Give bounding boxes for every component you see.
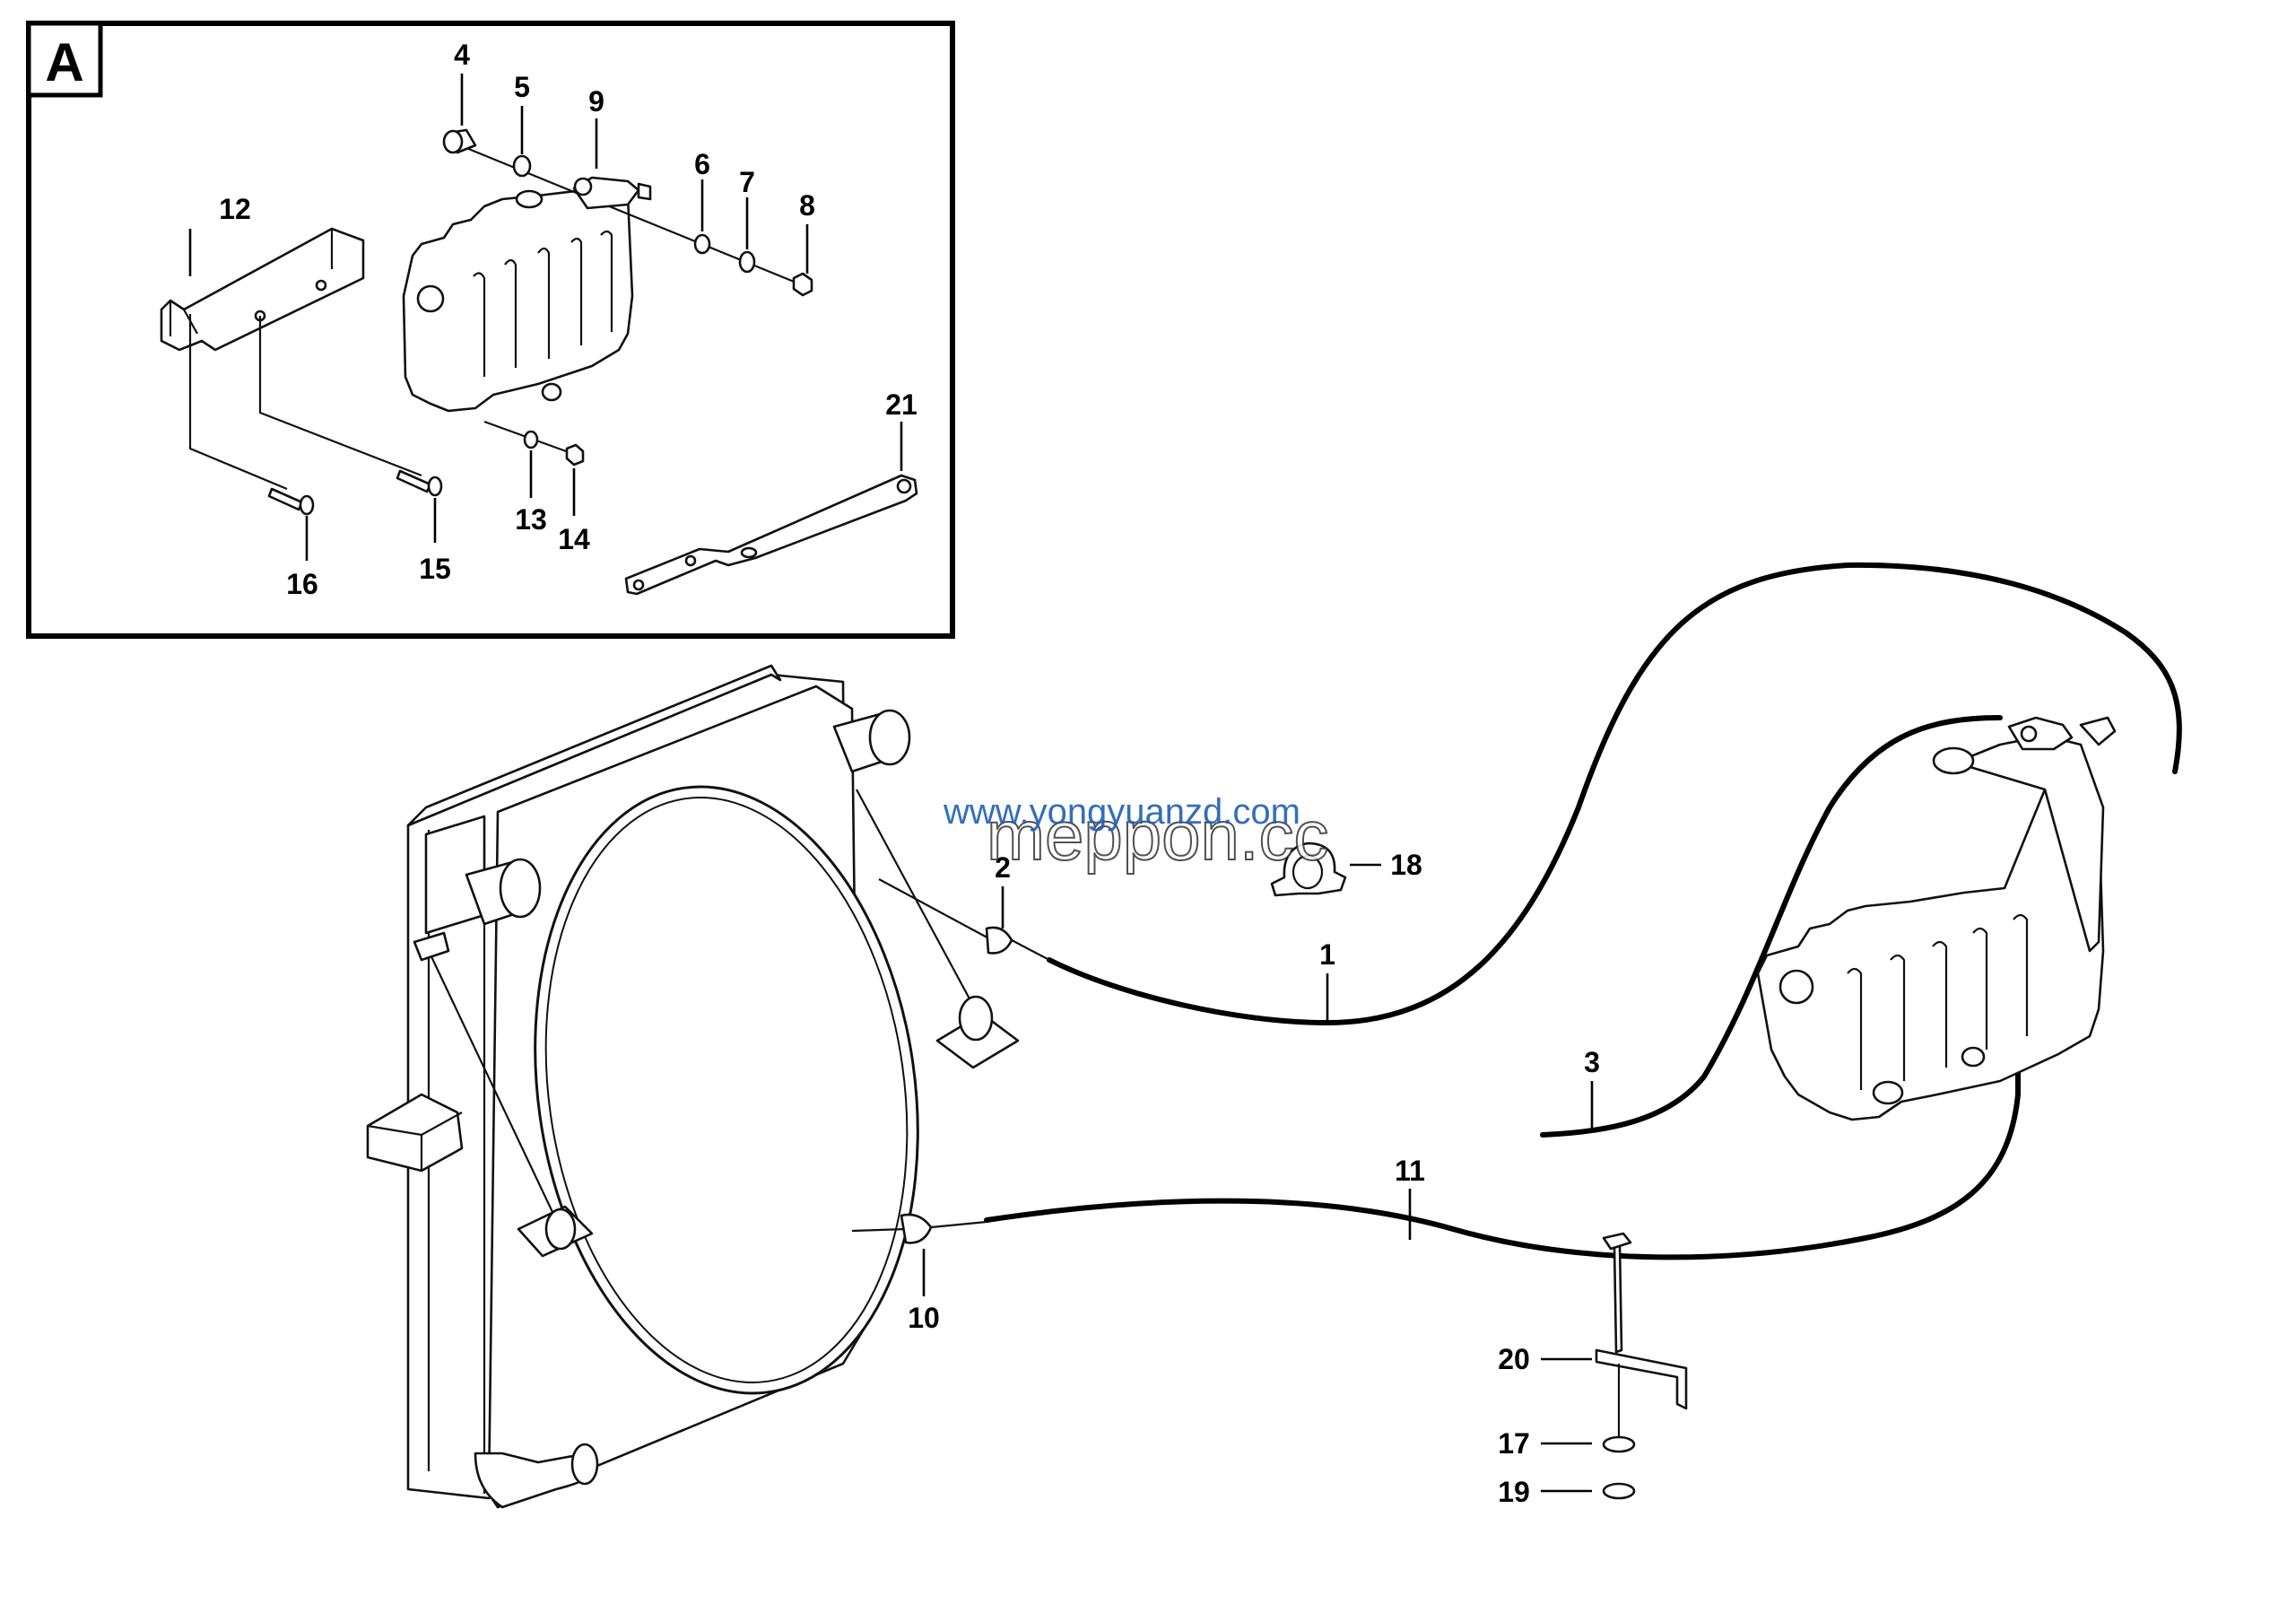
- callout-6: 6: [694, 148, 710, 180]
- hose-clamp-links: [930, 939, 1050, 1229]
- pipe-to-clamp-10: [851, 1227, 907, 1233]
- callout-19: 19: [1498, 1476, 1530, 1508]
- strap-slot: [740, 546, 758, 559]
- rubber-mount-edges: [367, 1112, 463, 1171]
- callout-14: 14: [558, 523, 590, 555]
- expansion-tank-ribs: [1847, 913, 2029, 1090]
- stay-eye-right: [958, 995, 994, 1042]
- callout-7: 7: [739, 166, 755, 198]
- strap-21: [624, 474, 918, 596]
- pipe-to-clamp: [878, 878, 996, 943]
- washer-19: [1602, 1482, 1636, 1500]
- tank-lug: [541, 382, 562, 402]
- callout-8: 8: [799, 189, 815, 222]
- callout-18: 18: [1390, 849, 1422, 881]
- hose-11: [984, 1029, 2021, 1260]
- callout-5: 5: [514, 71, 530, 103]
- detail-label-box: [26, 21, 103, 98]
- washer-6: [693, 233, 711, 255]
- callout-10: 10: [908, 1302, 940, 1334]
- bolt-axis-lines: [188, 314, 422, 491]
- lower-outlet: [570, 1443, 599, 1486]
- filler-cap: [1932, 746, 1975, 775]
- expansion-tank-body: [1756, 779, 2105, 1121]
- callout-12: 12: [219, 193, 251, 225]
- strap-hole: [684, 554, 697, 567]
- stay-rod-left: [428, 950, 561, 1230]
- stay-eye-left: [544, 1208, 577, 1251]
- strap-hole: [896, 478, 912, 494]
- callout-1: 1: [1319, 938, 1335, 971]
- callout-13: 13: [515, 503, 547, 536]
- mounting-bracket-20: [1595, 1348, 1688, 1410]
- bracket-hole: [315, 279, 327, 292]
- tank-cap: [515, 189, 544, 209]
- lug-hole: [2020, 725, 2038, 743]
- nut-8: [792, 272, 813, 297]
- callout-4: 4: [454, 39, 470, 71]
- callout-21: 21: [885, 388, 918, 421]
- shroud-ring-outer: [534, 785, 919, 1395]
- bolt-16: [267, 487, 315, 516]
- detail-expansion-tank: [402, 187, 634, 413]
- tank-mount-lug: [1872, 1080, 1904, 1105]
- washer-13: [523, 430, 539, 449]
- hose-1: [1047, 562, 2182, 1026]
- expansion-tank-top: [1953, 734, 2105, 953]
- bolt-shank: [1613, 1243, 1623, 1354]
- callout-3: 3: [1584, 1046, 1600, 1078]
- washer-5: [512, 154, 532, 178]
- hose-clamp-2: [985, 926, 1013, 955]
- shroud-ring-inner: [544, 797, 909, 1383]
- callout-9: 9: [588, 85, 604, 118]
- upper-outlet: [868, 709, 911, 766]
- radiator-assembly: [366, 664, 1020, 1509]
- valve-9: [572, 176, 652, 210]
- detail-label: A: [45, 32, 83, 92]
- bracket-12: [160, 227, 365, 352]
- expansion-tank: [1756, 716, 2117, 1121]
- washer-17: [1602, 1435, 1636, 1453]
- level-sensor: [1779, 969, 1814, 1005]
- callout-11: 11: [1395, 1155, 1425, 1187]
- bolt-15: [396, 469, 443, 497]
- hose-clamp-10: [900, 1213, 933, 1244]
- stay-rod-right: [856, 789, 978, 1015]
- bracket-stack: [1595, 1232, 1688, 1500]
- tank-sensor: [416, 284, 445, 313]
- washer-7: [738, 250, 756, 274]
- bolt-head: [1602, 1232, 1632, 1251]
- radiator-top-rail: [406, 664, 782, 827]
- strap-hole: [632, 579, 645, 591]
- pipe-clamp-18: [1270, 842, 1347, 897]
- hose-3: [1540, 715, 2003, 1138]
- callout-17: 17: [1498, 1427, 1530, 1460]
- callout-16: 16: [286, 568, 318, 600]
- watermark-meppon: meppon.cc: [987, 796, 1329, 875]
- rubber-mount: [366, 1093, 464, 1173]
- side-outlet: [499, 858, 542, 919]
- tank-ribs: [473, 230, 613, 377]
- callout-20: 20: [1498, 1343, 1530, 1375]
- watermark-url: www.yongyuanzd.com: [943, 792, 1300, 832]
- stay-clip: [413, 931, 450, 962]
- spacer-4: [442, 128, 477, 154]
- tank-vent-fitting: [2079, 716, 2117, 746]
- nut-14: [565, 443, 585, 467]
- callout-2: 2: [995, 851, 1011, 884]
- callout-15: 15: [419, 553, 451, 585]
- tank-mount-lug: [1961, 1046, 1986, 1068]
- tank-lug-top: [2007, 716, 2074, 751]
- detail-view-a: A: [26, 21, 955, 639]
